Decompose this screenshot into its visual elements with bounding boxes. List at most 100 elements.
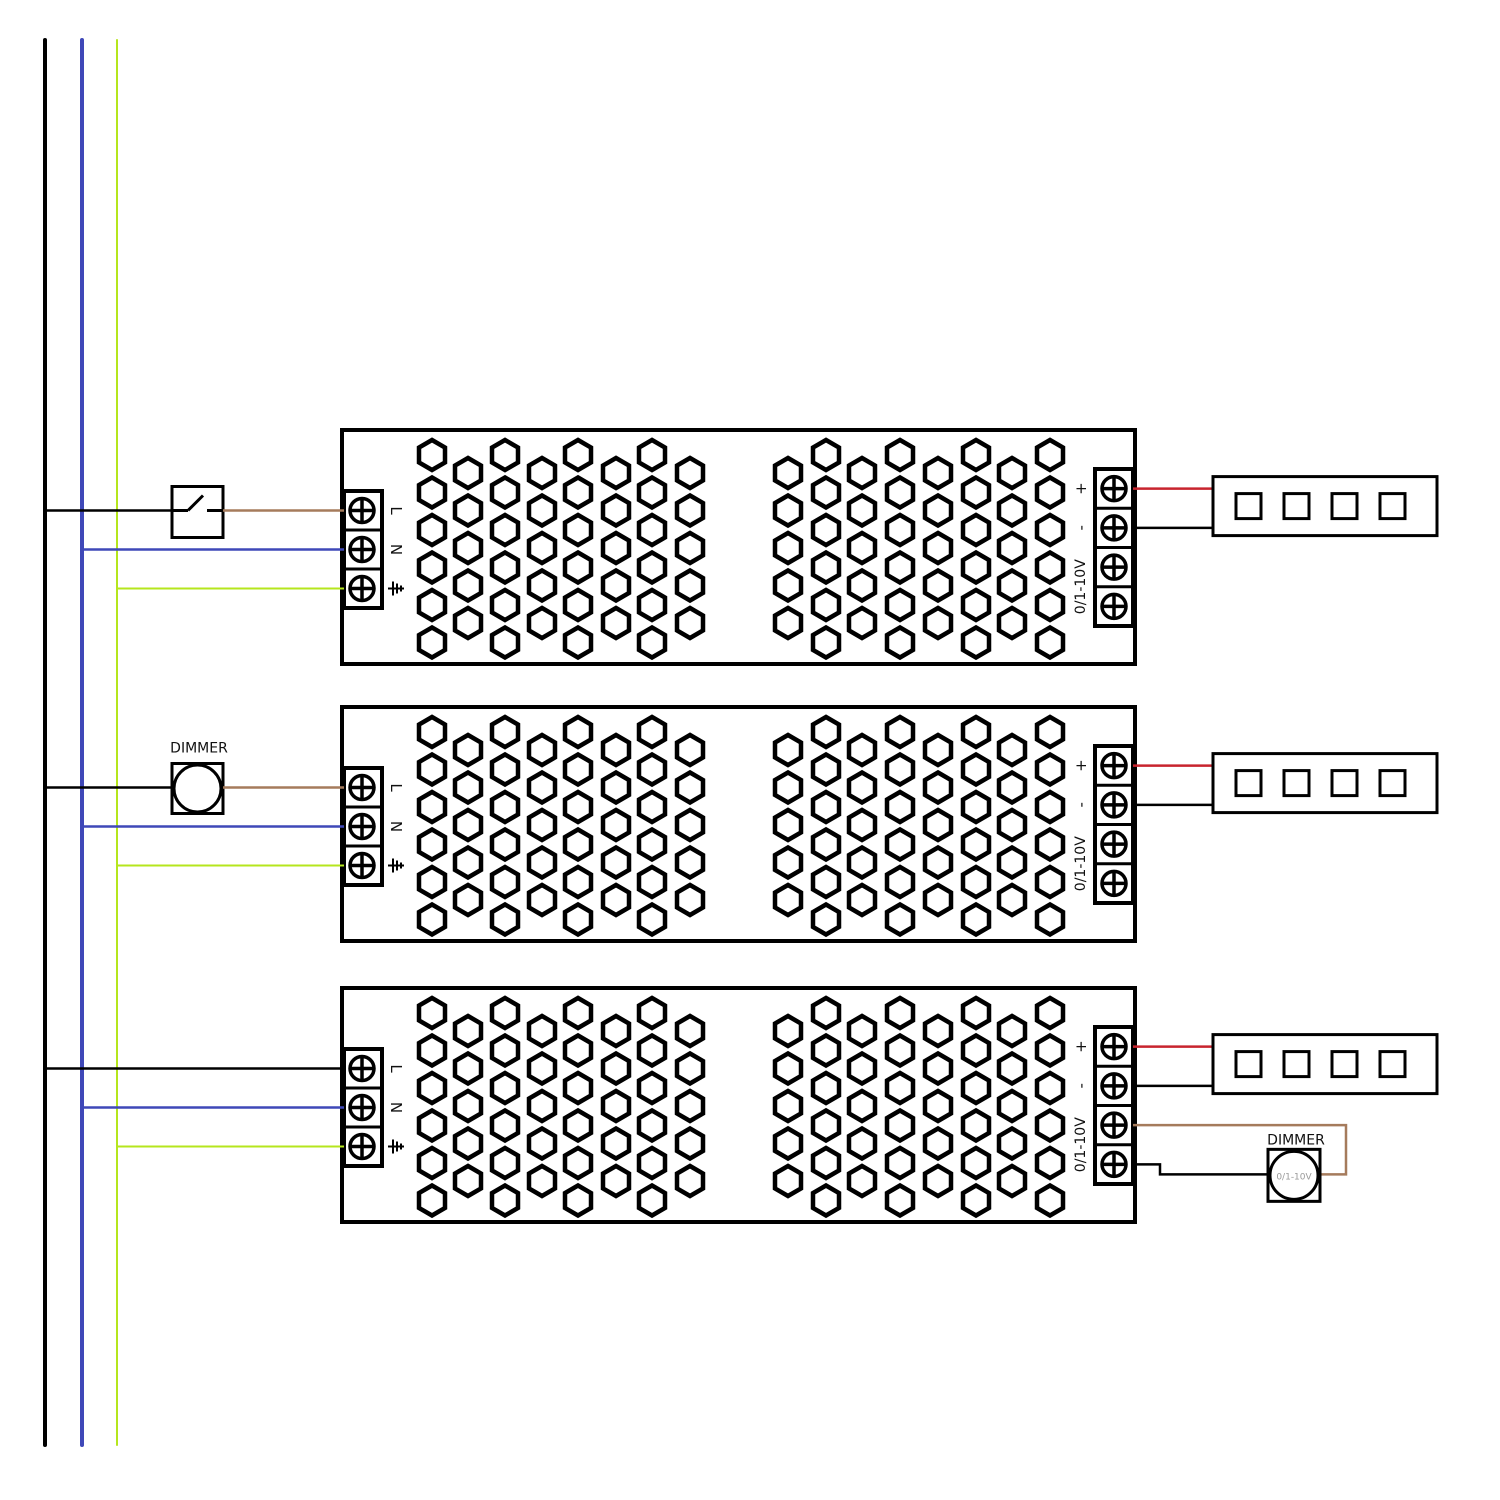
vent-hole (526, 1050, 558, 1087)
vent-hole (960, 437, 992, 473)
vent-hole (636, 549, 668, 586)
vent-hole (996, 567, 1028, 604)
vent-hole (996, 844, 1028, 881)
vent-hole (636, 789, 668, 825)
earth-icon (388, 858, 404, 873)
input-terminal-block: LN (342, 489, 405, 610)
vent-hole (600, 492, 632, 529)
vent-hole (452, 769, 484, 806)
vent-hole (416, 751, 448, 788)
vent-hole (636, 751, 668, 788)
vent-hole (452, 844, 484, 881)
dim-positive-wire (1133, 1123, 1348, 1176)
mains-wiring (45, 485, 344, 590)
led-chip (1234, 492, 1263, 521)
vent-hole (996, 1050, 1028, 1087)
vent-hole (1034, 751, 1066, 788)
vent-hole (884, 751, 916, 788)
vent-hole (960, 826, 992, 863)
vent-hole (884, 1107, 916, 1144)
vent-hole (600, 1088, 632, 1124)
vent-hole (810, 549, 842, 586)
vent-hole (1034, 1070, 1066, 1106)
dimmer-label: DIMMER (170, 741, 228, 757)
vent-hole (416, 1145, 448, 1181)
vent-hole (416, 1070, 448, 1106)
vent-hole (1034, 474, 1066, 511)
vent-hole (562, 826, 594, 863)
vent-hole (922, 567, 954, 604)
vent-hole (846, 492, 878, 529)
vent-hole (674, 567, 706, 604)
vent-hole (416, 624, 448, 661)
vent-hole (452, 1013, 484, 1049)
switch-lever (186, 494, 205, 512)
vent-hole (884, 1032, 916, 1069)
vent-hole (772, 530, 804, 566)
vent-hole (674, 1163, 706, 1199)
vent-hole (960, 1145, 992, 1181)
vent-hole (674, 455, 706, 491)
vent-hole (810, 1145, 842, 1181)
vent-hole (562, 587, 594, 623)
led-chip (1282, 769, 1311, 798)
vent-hole (1034, 864, 1066, 900)
vent-hole (996, 1125, 1028, 1162)
dimmer-inner-label: 0/1-10V (1276, 1172, 1312, 1182)
vent-hole (772, 732, 804, 768)
vent-hole (489, 1182, 521, 1219)
vent-hole (636, 864, 668, 900)
vent-hole (772, 567, 804, 604)
led-chip (1378, 769, 1407, 798)
label-minus: - (1072, 525, 1090, 530)
vent-hole (636, 587, 668, 623)
vent-hole (674, 605, 706, 641)
vent-hole (489, 512, 521, 548)
vent-hole (452, 567, 484, 604)
vent-hole (636, 474, 668, 511)
vent-hole (884, 901, 916, 938)
vent-hole (1034, 1032, 1066, 1069)
vent-hole (922, 807, 954, 843)
label-live: L (387, 1064, 405, 1073)
vent-hole (562, 1107, 594, 1144)
vent-hole (810, 714, 842, 750)
vent-hole (846, 1088, 878, 1124)
label-minus: - (1072, 802, 1090, 807)
vent-hole (846, 530, 878, 566)
driver-body (340, 986, 1137, 1224)
vent-hole (960, 789, 992, 825)
vent-hole (416, 826, 448, 863)
vent-hole (1034, 549, 1066, 586)
vent-hole (846, 732, 878, 768)
vent-hole (1034, 512, 1066, 548)
led-chip (1282, 492, 1311, 521)
vent-hole (810, 474, 842, 511)
label-live: L (387, 506, 405, 515)
vent-hole (416, 995, 448, 1031)
led-chip (1234, 1050, 1263, 1079)
label-live: L (387, 783, 405, 792)
vent-hole (600, 530, 632, 566)
vent-hole (810, 751, 842, 788)
vent-hole (1034, 624, 1066, 661)
vent-hole (636, 714, 668, 750)
vent-hole (996, 492, 1028, 529)
vent-hole (452, 1125, 484, 1162)
vent-hole (489, 901, 521, 938)
vent-hole (996, 732, 1028, 768)
vent-hole (772, 844, 804, 881)
vent-hole (960, 1107, 992, 1144)
vent-hole (996, 1088, 1028, 1124)
vent-hole (810, 624, 842, 661)
vent-hole (1034, 1107, 1066, 1144)
vent-hole (489, 789, 521, 825)
vent-hole (846, 455, 878, 491)
vent-hole (489, 1070, 521, 1106)
vent-hole (600, 807, 632, 843)
dc-output (1133, 752, 1439, 815)
vent-hole (526, 769, 558, 806)
